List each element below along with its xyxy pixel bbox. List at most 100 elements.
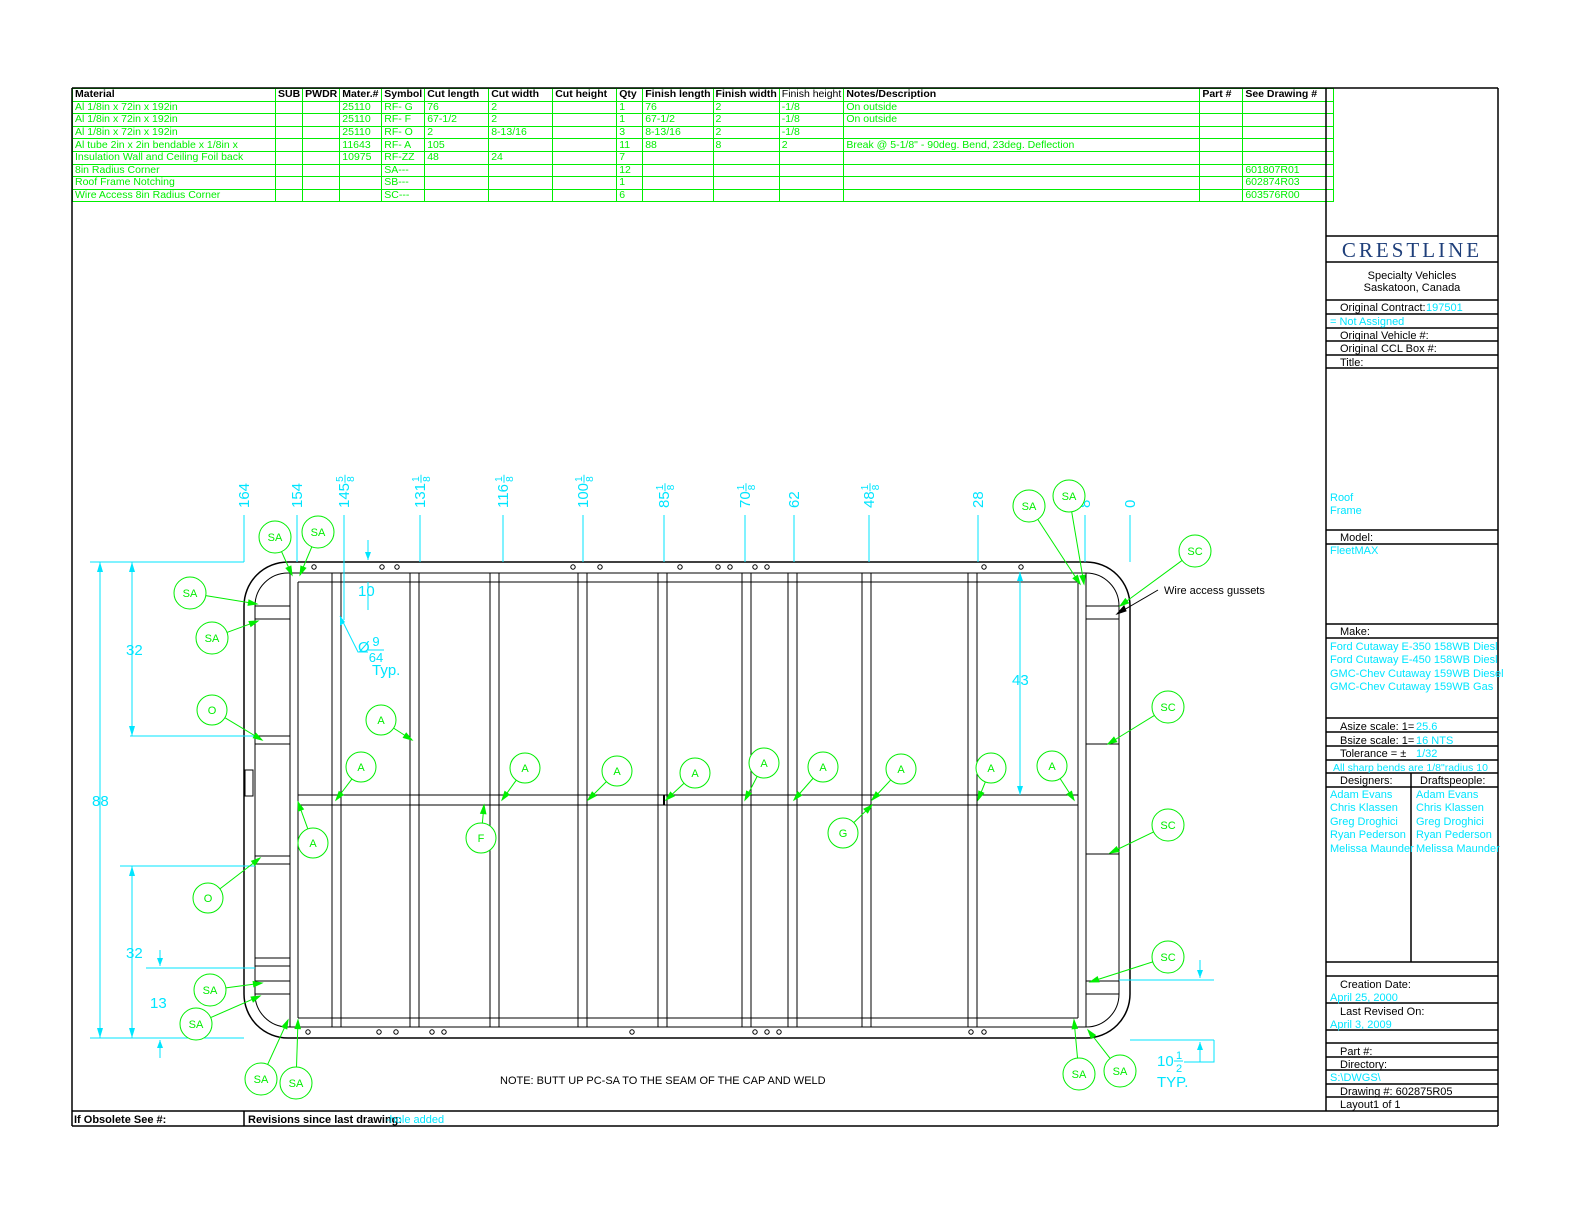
callout-sa-label: SA	[183, 588, 198, 600]
top-dim-whole: 131	[412, 483, 429, 508]
bom-cell	[274, 188, 304, 203]
callout-sa-balloon	[1052, 479, 1086, 513]
top-dim-frac-den: 8	[747, 484, 758, 490]
centre-rail	[297, 794, 1079, 806]
callout-arrow	[863, 803, 874, 814]
not-assigned-note: = Not Assigned	[1330, 316, 1404, 328]
callout-arrow	[792, 790, 803, 802]
mounting-hole	[727, 564, 733, 570]
draftsperson-1: Adam Evans	[1416, 789, 1479, 801]
draftspeople-label: Draftspeople:	[1420, 775, 1485, 787]
callout-sc-label: SC	[1160, 820, 1175, 832]
callout-arrow	[1088, 976, 1100, 983]
creation-date-value: April 25, 2000	[1330, 992, 1398, 1004]
callout-a-balloon	[807, 751, 839, 783]
callout-sa-balloon	[193, 973, 227, 1007]
mounting-hole	[677, 564, 683, 570]
bends-note: All sharp bends are 1/8"radius 10	[1333, 762, 1488, 774]
callout-arrow	[1072, 574, 1081, 586]
mounting-hole	[715, 564, 721, 570]
tolerance-label: Tolerance = ±	[1340, 748, 1406, 760]
top-dim-frac-den: 8	[585, 476, 596, 482]
dim-32-top: 32	[126, 642, 143, 659]
company-logo: CRESTLINE	[1342, 238, 1482, 262]
dim-43: 43	[1012, 672, 1029, 689]
dim-10half-num: 1	[1176, 1050, 1182, 1062]
draftsperson-2: Chris Klassen	[1416, 802, 1484, 814]
draftsperson-5: Melissa Maunder	[1416, 843, 1500, 855]
callout-o-balloon	[192, 882, 224, 914]
tolerance-value: 1/32	[1416, 748, 1437, 760]
dim-10half-den: 2	[1176, 1063, 1182, 1075]
bom-cell: 603576R00	[1242, 188, 1335, 203]
notch	[244, 769, 254, 797]
mounting-hole	[597, 564, 603, 570]
gusset-o-upper	[254, 735, 291, 745]
callout-a-label: A	[691, 768, 699, 780]
sheet-border	[71, 87, 1499, 1127]
callout-a-balloon	[679, 757, 711, 789]
top-dim-label: 0	[1122, 500, 1139, 508]
wire-gussets-note: Wire access gussets	[1164, 585, 1265, 597]
callout-arrow	[285, 565, 293, 577]
callout-arrow	[479, 803, 487, 815]
callout-sc-balloon	[1151, 690, 1185, 724]
bom-cell	[712, 188, 780, 203]
gusset-o-middle	[254, 855, 291, 865]
draftsperson-3: Greg Droghici	[1416, 816, 1484, 828]
drawing-notes: NOTE: BUTT UP PC-SA TO THE SEAM OF THE C…	[500, 585, 1265, 1087]
callout-a-label: A	[897, 764, 905, 776]
callout-arrow	[247, 599, 259, 606]
original-contract-label: Original Contract:	[1340, 302, 1426, 314]
original-vehicle-label: Original Vehicle #:	[1340, 330, 1429, 342]
mounting-hole	[776, 1029, 782, 1035]
callout-arrow	[1086, 1028, 1097, 1040]
designers-label: Designers:	[1340, 775, 1393, 787]
designer-3: Greg Droghici	[1330, 816, 1398, 828]
company-line1: Specialty Vehicles	[1368, 270, 1457, 282]
callout-a-balloon	[509, 752, 541, 784]
callout-sa-label: SA	[203, 985, 218, 997]
top-dim-whole: 145	[336, 483, 353, 508]
bom-cell	[642, 188, 714, 203]
callout-arrow	[334, 790, 345, 802]
callout-o-label: O	[204, 893, 213, 905]
callout-arrow	[281, 1018, 289, 1030]
model-value: FleetMAX	[1330, 545, 1379, 557]
callout-sc-label: SC	[1160, 952, 1175, 964]
callout-arrow	[586, 791, 597, 802]
creation-date-label: Creation Date:	[1340, 979, 1411, 991]
asize-value: 25.6	[1416, 721, 1437, 733]
callout-arrow	[1066, 790, 1075, 802]
top-dim-whole: 8	[1077, 500, 1094, 508]
roof-bows	[331, 573, 978, 1027]
title-line1: Roof	[1330, 492, 1354, 504]
company-line2: Saskatoon, Canada	[1364, 282, 1462, 294]
callout-sa-balloon	[179, 1007, 213, 1041]
designer-4: Ryan Pederson	[1330, 829, 1406, 841]
mounting-hole	[429, 1029, 435, 1035]
last-revised-label: Last Revised On:	[1340, 1006, 1424, 1018]
callout-o-balloon	[196, 694, 228, 726]
callout-sc-label: SC	[1187, 546, 1202, 558]
dimension-lines	[90, 515, 1215, 1063]
callout-a-balloon	[297, 827, 329, 859]
make-value-2: Ford Cutaway E-450 158WB Diesl	[1330, 654, 1498, 666]
dimension-arrows	[97, 552, 1203, 1050]
callout-a-balloon	[748, 747, 780, 779]
callout-a-label: A	[1048, 761, 1056, 773]
dim-10: 10	[358, 583, 375, 600]
callout-f-label: F	[478, 833, 485, 845]
make-value-3: GMC-Chev Cutaway 159WB Diesel	[1330, 668, 1504, 680]
callout-arrow	[294, 1018, 302, 1030]
mounting-hole	[394, 564, 400, 570]
top-dim-label: 62	[786, 491, 803, 508]
callout-leader	[1037, 519, 1081, 585]
callout-arrow	[744, 790, 753, 802]
original-contract-value: 197501	[1426, 302, 1463, 314]
